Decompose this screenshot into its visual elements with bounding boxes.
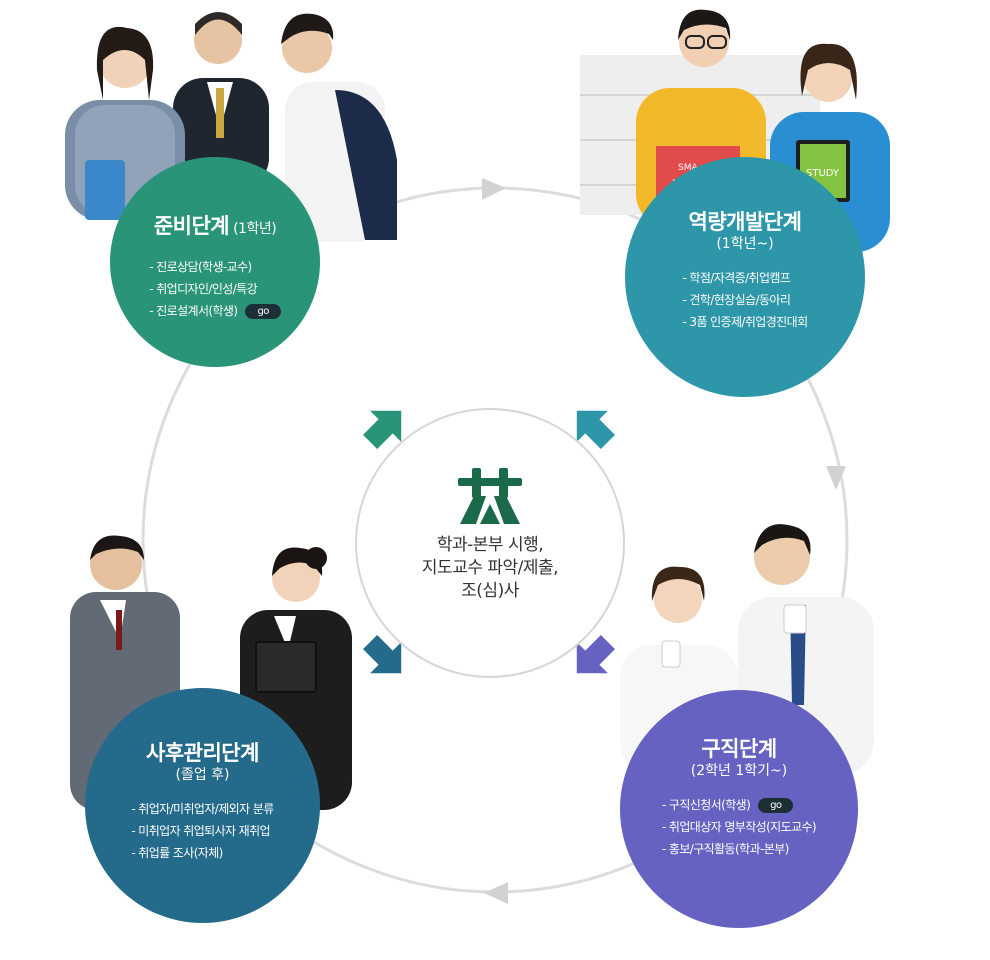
list-item: - 취업대상자 명부작성(지도교수) <box>661 816 817 838</box>
list-item: - 진로설계서(학생) go <box>149 300 281 322</box>
ring-arrow-right <box>826 466 846 490</box>
list-item-text: - 취업률 조사(자체) <box>131 846 223 860</box>
list-item-text: - 진로상담(학생-교수) <box>149 260 252 274</box>
list-item: - 견학/현장실습/동아리 <box>682 289 807 311</box>
center-line-1: 학과-본부 시행, <box>436 535 544 555</box>
list-item-text: - 진로설계서(학생) <box>149 304 238 318</box>
list-item-text: - 3품 인증제/취업경진대회 <box>682 315 808 329</box>
list-item: - 취업디자인/인성/특강 <box>149 278 280 300</box>
stage-preparation-list: - 진로상담(학생-교수) - 취업디자인/인성/특강 - 진로설계서(학생) g… <box>149 256 281 322</box>
stage-job-seeking-list: - 구직신청서(학생) go - 취업대상자 명부작성(지도교수) - 홍보/구직… <box>661 794 817 860</box>
university-logo-icon <box>458 468 522 524</box>
stage-job-seeking-title: 구직단계 <box>701 737 777 761</box>
center-description: 학과-본부 시행, 지도교수 파악/제출, 조(심)사 <box>421 534 559 603</box>
list-item: - 미취업자 취업퇴사자 재취업 <box>131 820 273 842</box>
book-left-text: SMA <box>678 163 698 173</box>
career-plan-go-button[interactable]: go <box>245 303 281 319</box>
list-item-text: - 취업자/미취업자/제외자 분류 <box>131 802 274 816</box>
job-application-go-button[interactable]: go <box>758 797 794 813</box>
stage-preparation-title-text: 준비단계 <box>153 214 230 238</box>
list-item: - 3품 인증제/취업경진대회 <box>682 311 808 333</box>
list-item: - 학점/자격증/취업캠프 <box>682 267 807 289</box>
list-item-text: - 미취업자 취업퇴사자 재취업 <box>131 824 270 838</box>
list-item-text: - 견학/현장실습/동아리 <box>682 293 791 307</box>
list-item: - 취업률 조사(자체) <box>131 842 273 864</box>
center-line-3: 조(심)사 <box>461 581 519 601</box>
arrow-to-post <box>363 635 402 674</box>
book-right-text: STUDY <box>806 168 840 179</box>
arrow-to-job <box>576 635 615 674</box>
stage-follow-up-management-list: - 취업자/미취업자/제외자 분류 - 미취업자 취업퇴사자 재취업 - 취업률… <box>131 798 274 864</box>
list-item: - 취업자/미취업자/제외자 분류 <box>131 798 274 820</box>
stage-follow-up-management-grade: (졸업 후) <box>175 767 230 783</box>
ring-arrow-top <box>482 178 506 200</box>
stage-competency-development-title: 역량개발단계 <box>688 210 802 234</box>
list-item-text: - 홍보/구직활동(학과-본부) <box>661 842 789 856</box>
stage-competency-development-list: - 학점/자격증/취업캠프 - 견학/현장실습/동아리 - 3품 인증제/취업경… <box>682 267 808 333</box>
list-item-text: - 구직신청서(학생) <box>661 798 751 812</box>
list-item: - 구직신청서(학생) go <box>662 794 816 816</box>
list-item-text: - 취업대상자 명부작성(지도교수) <box>661 820 817 834</box>
stage-preparation-title: 준비단계(1학년) <box>153 213 277 242</box>
list-item-text: - 학점/자격증/취업캠프 <box>682 271 791 285</box>
students-teacher-photo <box>65 12 397 242</box>
stage-competency-development: 역량개발단계 (1학년~) - 학점/자격증/취업캠프 - 견학/현장실습/동아… <box>625 157 865 397</box>
stage-follow-up-management: 사후관리단계 (졸업 후) - 취업자/미취업자/제외자 분류 - 미취업자 취… <box>85 688 320 923</box>
stage-job-seeking-grade: (2학년 1학기~) <box>690 763 788 779</box>
list-item-text: - 취업디자인/인성/특강 <box>149 282 258 296</box>
stage-follow-up-management-title: 사후관리단계 <box>146 741 259 765</box>
stage-job-seeking: 구직단계 (2학년 1학기~) - 구직신청서(학생) go - 취업대상자 명부… <box>620 690 858 928</box>
stage-preparation: 준비단계(1학년) - 진로상담(학생-교수) - 취업디자인/인성/특강 - … <box>110 157 320 367</box>
list-item: - 홍보/구직활동(학과-본부) <box>662 838 816 860</box>
center-circle: 학과-본부 시행, 지도교수 파악/제출, 조(심)사 <box>355 408 625 678</box>
ring-arrow-bottom <box>484 882 508 904</box>
arrow-to-dev <box>576 410 615 449</box>
stage-competency-development-grade: (1학년~) <box>716 236 774 252</box>
arrow-to-prep <box>363 410 402 449</box>
list-item: - 진로상담(학생-교수) <box>149 256 280 278</box>
stage-preparation-grade: (1학년) <box>233 221 277 237</box>
center-line-2: 지도교수 파악/제출, <box>421 558 559 578</box>
